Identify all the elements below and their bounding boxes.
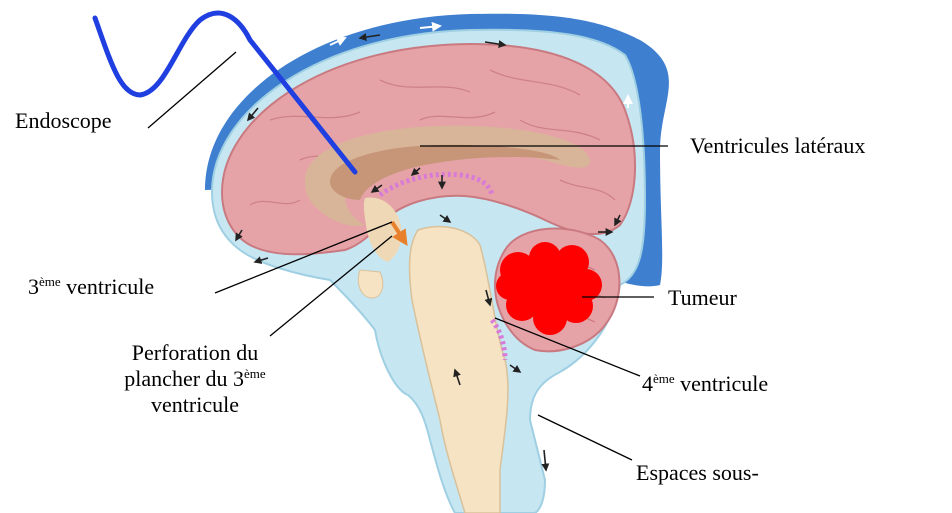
label-subarachnoid: Espaces sous- (636, 460, 759, 486)
label-lateral-ventricles: Ventricules latéraux (690, 133, 865, 159)
label-perforation-line1: Perforation du (90, 340, 300, 366)
leader-subarachnoid (538, 415, 632, 460)
label-endoscope: Endoscope (15, 108, 112, 134)
label-tumor: Tumeur (668, 285, 737, 311)
label-perforation-line2: plancher du 3ème (90, 366, 300, 392)
label-perforation-line3: ventricule (90, 392, 300, 418)
label-perforation: Perforation du plancher du 3ème ventricu… (90, 340, 300, 418)
label-fourth-ventricle: 4ème ventricule (642, 371, 768, 397)
leader-endoscope (148, 52, 236, 128)
label-third-ventricle: 3ème ventricule (28, 274, 154, 300)
